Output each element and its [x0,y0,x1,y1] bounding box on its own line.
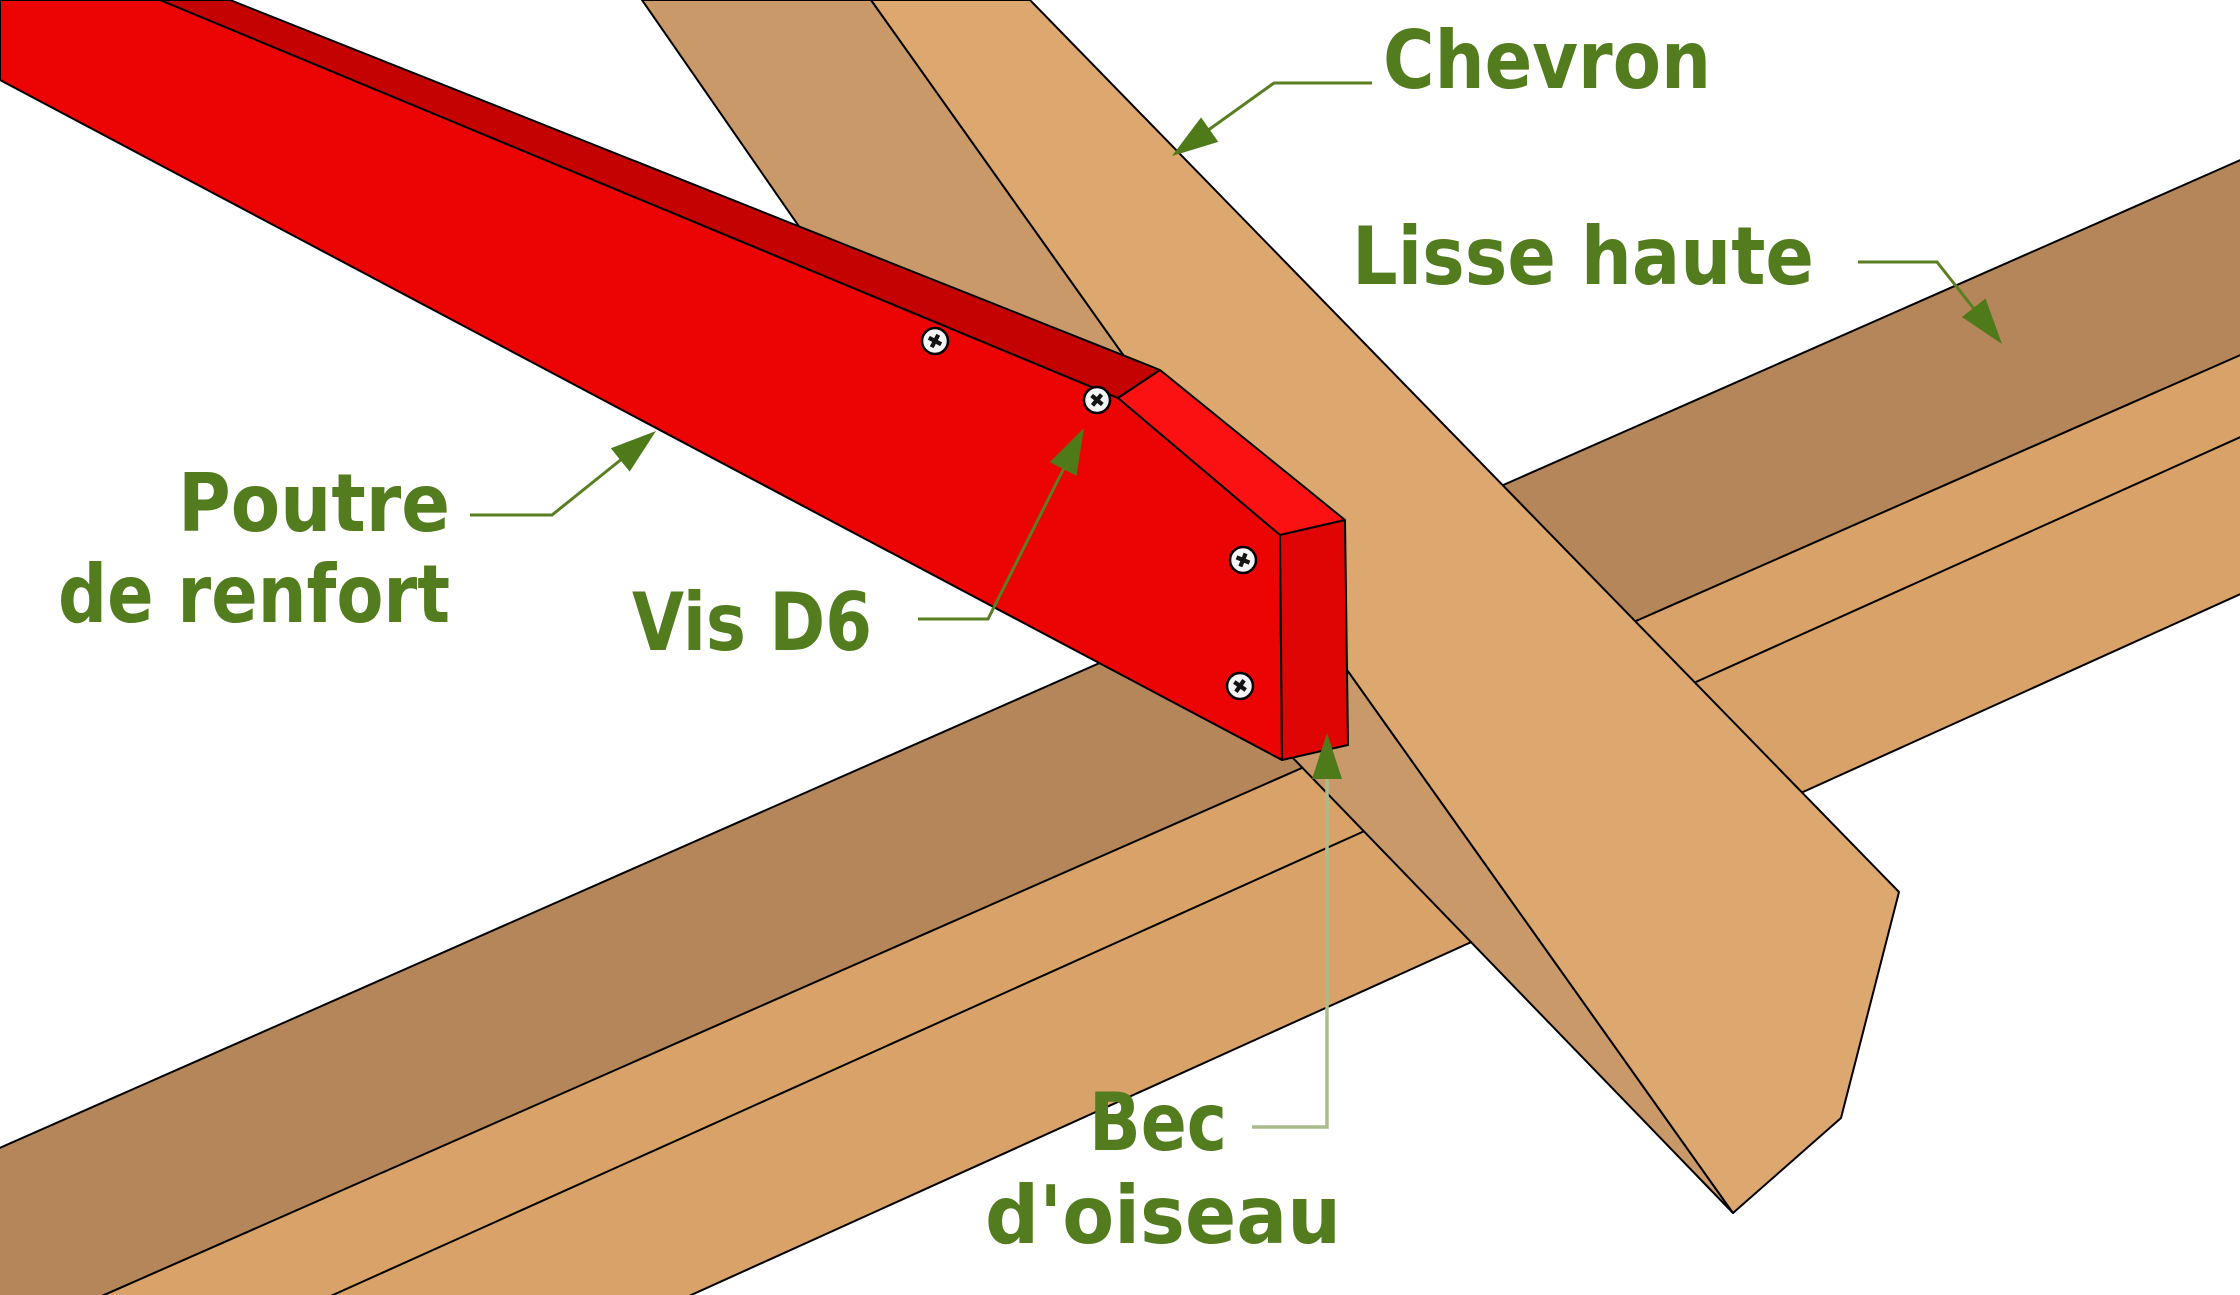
arrowhead-icon [1049,428,1084,476]
screws-group [920,326,1258,701]
screw-cross-slot [1235,552,1251,568]
label-chevron: Chevron [1383,14,1711,107]
leader-bec-doiseau [1252,733,1342,1129]
chevron-side-face [870,0,1900,1214]
screw-cross-slot [1090,393,1104,407]
label-lisse-haute: Lisse haute [1352,210,1814,303]
leader-lisse-haute [1858,260,2002,344]
screw-cross-slot [927,333,943,349]
label-bec-line2: d'oiseau [985,1169,1341,1262]
label-poutre-line2: de renfort [58,548,450,641]
leader-arrows [470,81,2002,1129]
red-beam-end-face [1279,519,1349,761]
arrowhead-icon [1172,117,1219,156]
phillips-screw-icon [920,326,950,356]
leader-vis-d6 [918,428,1084,621]
leader-poutre-de-renfort [470,431,656,517]
poutre-de-renfort-beam [0,0,1349,761]
phillips-screw-icon [1082,385,1112,415]
label-vis-d6: Vis D6 [632,576,872,669]
arrowhead-icon [1961,298,2002,344]
phillips-screw-icon [1225,671,1255,701]
leader-chevron [1172,81,1372,156]
lisse-haute-beam [0,159,2240,1295]
arrowhead-icon [610,431,656,472]
arrowhead-icon [1312,733,1342,779]
label-bec-line1: Bec [1089,1076,1227,1169]
label-poutre-line1: Poutre [178,457,450,550]
screw-cross-slot [1233,679,1247,693]
labels: Chevron Lisse haute Poutre de renfort Vi… [58,14,1814,1262]
phillips-screw-icon [1228,545,1258,575]
